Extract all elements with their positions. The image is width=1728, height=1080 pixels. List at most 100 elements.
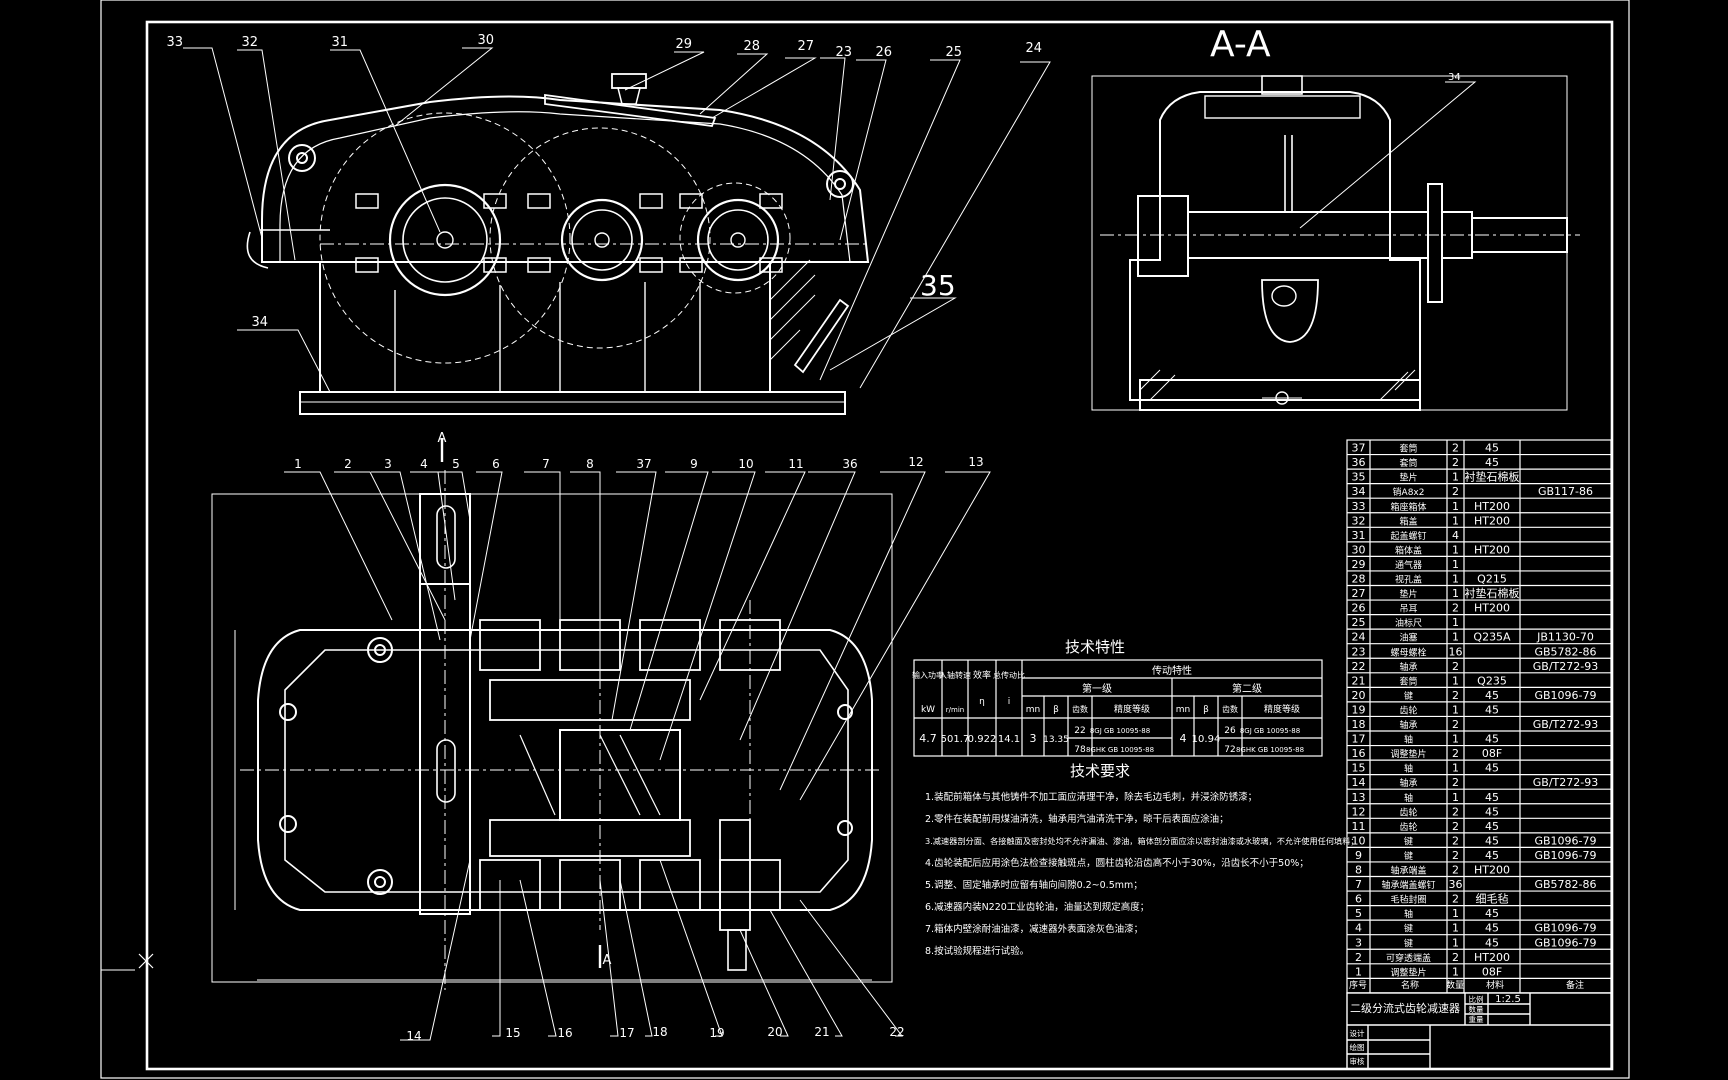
parts-cell-mat: Q235 xyxy=(1477,674,1507,687)
tech-req-line-6: 6.减速器内装N220工业齿轮油，油量达到规定高度； xyxy=(925,901,1149,913)
parts-cell-name: 销A8x2 xyxy=(1393,486,1425,498)
callout-8: 8 xyxy=(586,457,594,471)
parts-cell-no: 14 xyxy=(1352,776,1366,789)
parts-cell-name: 吊耳 xyxy=(1399,604,1417,615)
parts-cell-no: 33 xyxy=(1352,500,1366,513)
section-title: A-A xyxy=(1210,24,1271,65)
callout-32: 32 xyxy=(241,35,258,50)
parts-cell-name: 轴承端盖 xyxy=(1390,865,1426,877)
parts-cell-mat: 衬垫石棉板 xyxy=(1465,470,1520,484)
parts-cell-mat: 45 xyxy=(1485,442,1499,455)
parts-cell-qty: 1 xyxy=(1452,471,1459,484)
parts-cell-qty: 2 xyxy=(1452,776,1459,789)
drawing-title: 二级分流式齿轮减速器 xyxy=(1350,1001,1460,1015)
callout-20: 20 xyxy=(767,1025,782,1039)
hdr-power-unit: kW xyxy=(921,705,935,715)
parts-cell-mat: 45 xyxy=(1485,849,1499,862)
parts-cell-no: 34 xyxy=(1352,485,1366,498)
hdr-stage2: 第二级 xyxy=(1232,682,1262,695)
parts-cell-qty: 36 xyxy=(1449,878,1463,891)
hdr-stage1: 第一级 xyxy=(1082,682,1112,695)
parts-cell-qty: 1 xyxy=(1452,703,1459,716)
parts-cell-mat: HT200 xyxy=(1474,951,1510,964)
val-z1b: 78 xyxy=(1074,745,1086,755)
parts-cell-name: 起盖螺钉 xyxy=(1390,530,1426,542)
parts-cell-name: 垫片 xyxy=(1399,588,1417,600)
parts-cell-qty: 1 xyxy=(1452,500,1459,513)
parts-cell-qty: 2 xyxy=(1452,747,1459,760)
parts-cell-mat: 08F xyxy=(1482,747,1502,760)
parts-cell-name: 螺母螺栓 xyxy=(1390,646,1426,658)
tech-req-line-8: 8.按试验规程进行试验。 xyxy=(925,945,1029,957)
callout-16: 16 xyxy=(557,1026,572,1040)
parts-cell-mat: 08F xyxy=(1482,965,1502,978)
hdr-speed-unit: r/min xyxy=(946,706,964,714)
parts-cell-std: GB1096-79 xyxy=(1534,834,1596,847)
callout-15: 15 xyxy=(505,1026,520,1040)
parts-cell-name: 轴承 xyxy=(1399,777,1417,789)
hdr-beta1: β xyxy=(1053,705,1059,715)
parts-cell-name: 套筒 xyxy=(1399,443,1417,455)
parts-cell-mat: 45 xyxy=(1485,820,1499,833)
parts-cell-name: 键 xyxy=(1404,923,1413,935)
parts-cell-no: 22 xyxy=(1352,660,1366,673)
parts-cell-qty: 1 xyxy=(1452,674,1459,687)
parts-cell-qty: 2 xyxy=(1452,834,1459,847)
parts-cell-no: 28 xyxy=(1352,573,1366,586)
draw-label: 绘图 xyxy=(1350,1042,1365,1052)
parts-cell-name: 油塞 xyxy=(1399,632,1417,644)
hdr-teeth1: 齿数 xyxy=(1072,704,1088,714)
callout-2: 2 xyxy=(344,457,352,471)
hdr-speed: 入轴转速 xyxy=(939,670,971,680)
parts-cell-std: GB/T272-93 xyxy=(1533,718,1598,731)
count-label: 数量 xyxy=(1469,1004,1485,1014)
parts-cell-qty: 1 xyxy=(1452,965,1459,978)
parts-cell-no: 26 xyxy=(1352,602,1366,615)
callout-5: 5 xyxy=(452,457,460,471)
hdr-grade1: 精度等级 xyxy=(1114,703,1150,715)
parts-cell-no: 21 xyxy=(1352,674,1366,687)
parts-cell-no: 9 xyxy=(1355,849,1362,862)
parts-cell-qty: 1 xyxy=(1452,514,1459,527)
parts-cell-mat: 45 xyxy=(1485,791,1499,804)
callout-13: 13 xyxy=(968,455,983,469)
parts-cell-qty: 1 xyxy=(1452,936,1459,949)
callout-12: 12 xyxy=(908,455,923,469)
top-view-callouts: 1 2 3 4 5 6 7 8 37 9 10 11 36 12 13 14 1… xyxy=(294,431,983,1043)
parts-cell-no: 23 xyxy=(1352,645,1366,658)
parts-cell-qty: 2 xyxy=(1452,718,1459,731)
hdr-power: 输入功率 xyxy=(912,670,944,680)
section-view: A-A 34 xyxy=(1091,24,1580,411)
front-view-callouts: 33 32 31 30 29 28 27 23 26 25 24 34 35 xyxy=(166,33,1042,330)
parts-cell-no: 4 xyxy=(1355,922,1362,935)
callout-34-section: 34 xyxy=(1448,72,1461,83)
hdr-beta2: β xyxy=(1203,705,1209,715)
callout-37: 37 xyxy=(636,457,651,471)
parts-cell-qty: 2 xyxy=(1452,689,1459,702)
parts-cell-name: 垫片 xyxy=(1399,472,1417,484)
tech-req-line-5: 5.调整、固定轴承时应留有轴向间隙0.2~0.5mm； xyxy=(925,879,1143,891)
parts-cell-name: 轴 xyxy=(1404,763,1413,775)
parts-cell-mat: 45 xyxy=(1485,703,1499,716)
check-label: 审核 xyxy=(1350,1056,1366,1066)
hdr-grade2: 精度等级 xyxy=(1264,703,1300,715)
parts-cell-name: 轴承 xyxy=(1399,719,1417,731)
val-g2b: 8GHK GB 10095-88 xyxy=(1236,746,1304,754)
hdr-mn1: mn xyxy=(1026,705,1040,715)
hdr-mn2: mn xyxy=(1176,705,1190,715)
callout-11: 11 xyxy=(788,457,803,471)
val-z1a: 22 xyxy=(1074,726,1085,736)
